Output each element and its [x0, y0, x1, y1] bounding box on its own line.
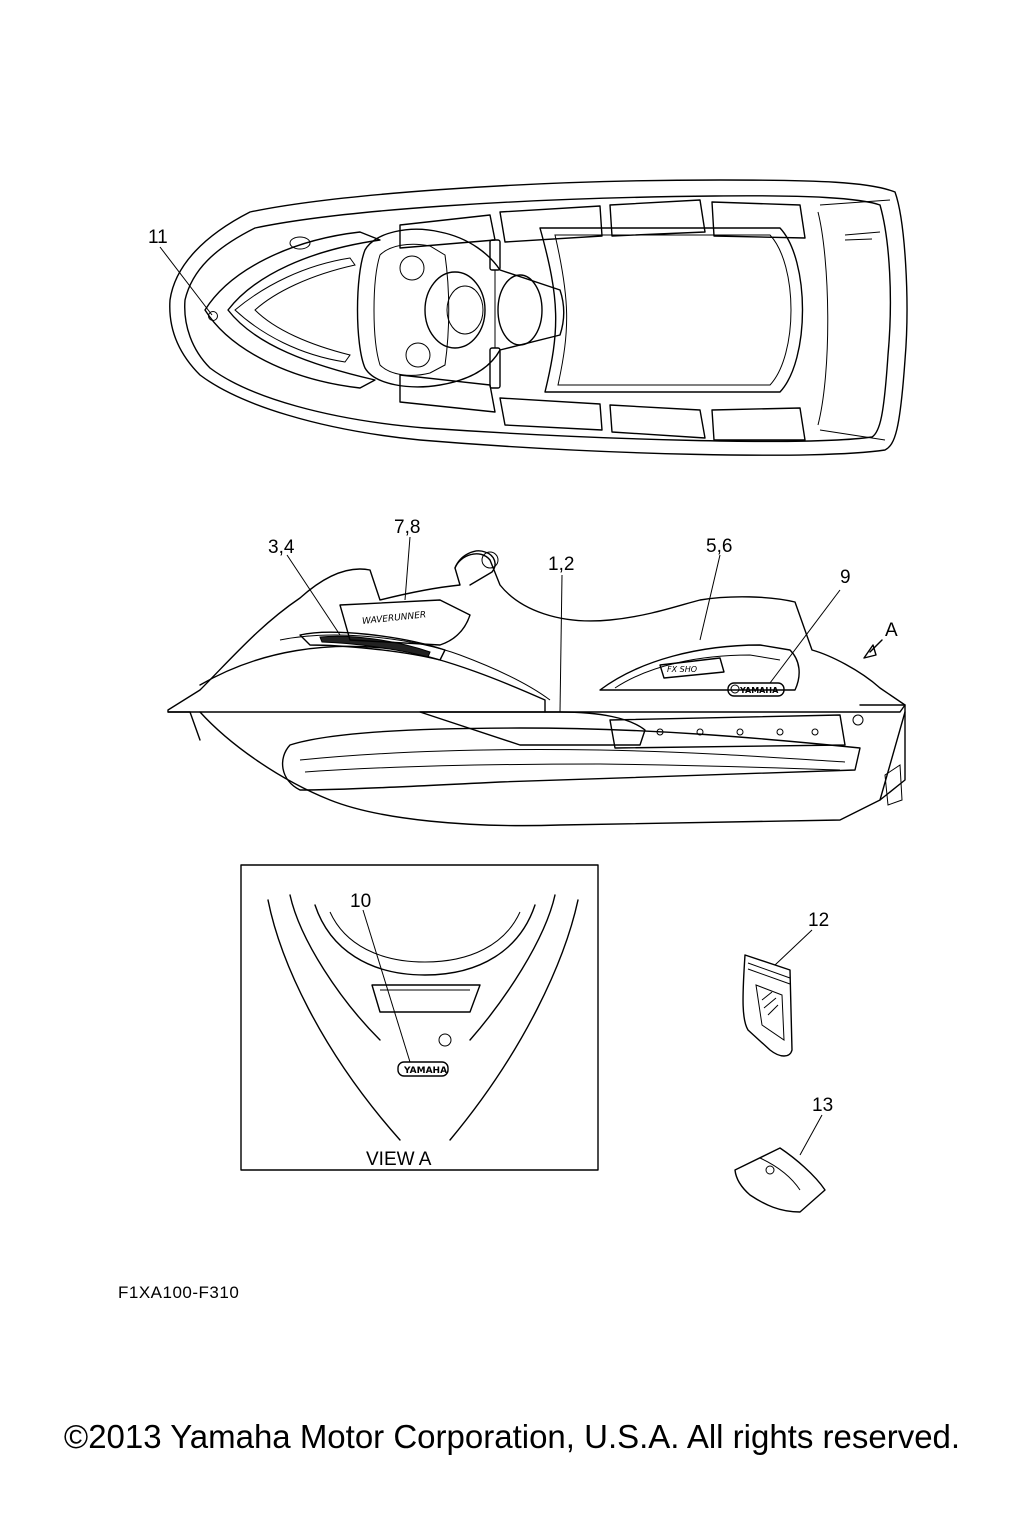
- view-a-label: VIEW A: [366, 1149, 432, 1170]
- callout-11: 11: [148, 227, 168, 248]
- yamaha-side-emblem-text: YAMAHA: [739, 686, 779, 695]
- side-view-watercraft: WAVERUNNER FX SHO YAMAHA: [167, 550, 906, 827]
- fxsho-decal-text: FX SHO: [667, 665, 697, 674]
- view-a-inset: YAMAHA: [240, 864, 599, 1171]
- callout-7-8: 7,8: [394, 517, 420, 538]
- callout-10: 10: [350, 891, 371, 912]
- diagram-part-code: F1XA100-F310: [118, 1283, 240, 1302]
- yamaha-rear-emblem-text: YAMAHA: [403, 1066, 447, 1076]
- callout-13: 13: [812, 1095, 833, 1116]
- callout-3-4: 3,4: [268, 537, 295, 558]
- callout-view-a-arrow: A: [885, 620, 898, 641]
- top-view-watercraft: [169, 179, 908, 456]
- callout-leaders: [159, 246, 883, 1156]
- copyright-notice: ©2013 Yamaha Motor Corporation, U.S.A. A…: [63, 1418, 961, 1455]
- callout-1-2: 1,2: [548, 554, 574, 575]
- part-13-sleeve: [734, 1147, 826, 1213]
- callout-12: 12: [808, 910, 829, 931]
- callout-labels: 11 7,8 3,4 1,2 5,6 9 A 10 12 13 VIEW A: [148, 227, 898, 1170]
- callout-9: 9: [840, 567, 851, 588]
- waverunner-decal-text: WAVERUNNER: [362, 610, 427, 627]
- part-12-pouch: [742, 954, 793, 1057]
- callout-5-6: 5,6: [706, 536, 732, 557]
